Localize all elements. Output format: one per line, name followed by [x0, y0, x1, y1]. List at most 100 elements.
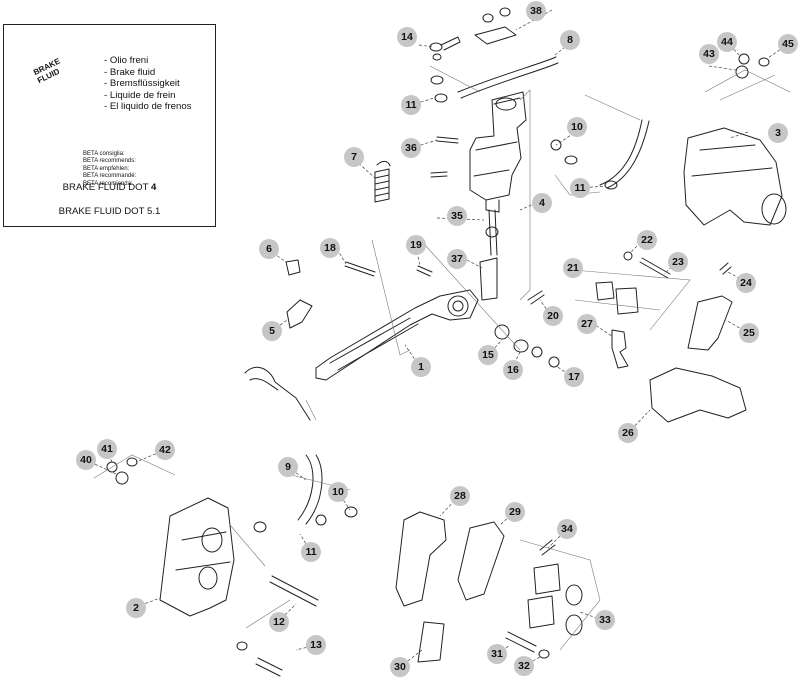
- brake-hose-upper-edge: [460, 62, 559, 99]
- rear-caliper: [683, 127, 787, 226]
- part-callout-33[interactable]: 33: [595, 610, 615, 630]
- part-callout-14[interactable]: 14: [397, 27, 417, 47]
- part-callout-1[interactable]: 1: [411, 357, 431, 377]
- caliper-bracket-front: [395, 511, 447, 607]
- part-callout-45[interactable]: 45: [778, 34, 798, 54]
- part-callout-22[interactable]: 22: [637, 230, 657, 250]
- part-callout-18[interactable]: 18: [320, 238, 340, 258]
- part-callout-8[interactable]: 8: [560, 30, 580, 50]
- bolt-19: [416, 265, 433, 277]
- part-callout-15[interactable]: 15: [478, 345, 498, 365]
- part-callout-2[interactable]: 2: [126, 598, 146, 618]
- part-callout-29[interactable]: 29: [505, 502, 525, 522]
- washer-11-right-a: [564, 155, 578, 165]
- part-callout-11-master[interactable]: 11: [401, 95, 421, 115]
- part-callout-19[interactable]: 19: [406, 235, 426, 255]
- part-callout-3[interactable]: 3: [768, 123, 788, 143]
- part-callout-38[interactable]: 38: [526, 1, 546, 21]
- pedal-tip: [244, 366, 311, 421]
- fluid-name-it: - Olio freni: [104, 55, 149, 66]
- reservoir-cap: [474, 7, 517, 45]
- part-callout-34[interactable]: 34: [557, 519, 577, 539]
- pin-18: [344, 261, 376, 277]
- dot4-prefix: BRAKE FLUID DOT: [62, 182, 151, 193]
- pad-spring-front: [417, 621, 445, 663]
- bleeder-cap-44: [738, 53, 750, 65]
- part-callout-41[interactable]: 41: [97, 439, 117, 459]
- part-callout-25[interactable]: 25: [739, 323, 759, 343]
- part-callout-37[interactable]: 37: [447, 249, 467, 269]
- recommend-es: BETA recomienda:: [83, 180, 133, 187]
- front-caliper: [159, 497, 235, 617]
- bleeder-washer-45: [758, 57, 770, 67]
- bleeder-34: [539, 539, 556, 556]
- brake-fluid-dot51: BRAKE FLUID DOT 5.1: [58, 206, 161, 217]
- bleeder-washer-42: [126, 457, 138, 467]
- part-callout-6[interactable]: 6: [259, 239, 279, 259]
- part-callout-43[interactable]: 43: [699, 44, 719, 64]
- recommend-fr: BETA recommandé:: [83, 173, 137, 180]
- piston-33-b: [527, 595, 555, 629]
- washer-16: [531, 346, 543, 358]
- part-callout-35[interactable]: 35: [447, 206, 467, 226]
- part-callout-16[interactable]: 16: [503, 360, 523, 380]
- part-callout-40[interactable]: 40: [76, 450, 96, 470]
- part-callout-10-front[interactable]: 10: [328, 482, 348, 502]
- part-callout-31[interactable]: 31: [487, 644, 507, 664]
- recommend-it: BETA consiglia:: [83, 151, 125, 157]
- part-callout-7[interactable]: 7: [344, 147, 364, 167]
- part-callout-4[interactable]: 4: [532, 193, 552, 213]
- construction-lines: [93, 65, 791, 651]
- part-callout-10-rear[interactable]: 10: [567, 117, 587, 137]
- seal-22: [623, 251, 633, 261]
- hose-front: [297, 454, 323, 525]
- leader-lines: [85, 9, 789, 668]
- part-callout-21[interactable]: 21: [563, 258, 583, 278]
- part-callout-32[interactable]: 32: [514, 656, 534, 676]
- part-callout-26[interactable]: 26: [618, 423, 638, 443]
- pin-20: [527, 290, 545, 305]
- part-callout-28[interactable]: 28: [450, 486, 470, 506]
- recommend-en: BETA recommends:: [83, 158, 136, 165]
- pads-rear: [687, 295, 733, 351]
- bleeder-24: [719, 262, 732, 275]
- part-callout-17[interactable]: 17: [564, 367, 584, 387]
- part-callout-24[interactable]: 24: [736, 273, 756, 293]
- part-callout-30[interactable]: 30: [390, 657, 410, 677]
- bleeder-screw-40: [115, 471, 129, 485]
- part-callout-12[interactable]: 12: [269, 612, 289, 632]
- bolt-13: [255, 657, 283, 677]
- clevis: [479, 257, 498, 301]
- part-callout-42[interactable]: 42: [155, 440, 175, 460]
- pin-clip-32: [538, 649, 550, 659]
- nut-17: [548, 356, 560, 368]
- spring: [374, 160, 391, 203]
- part-callout-20[interactable]: 20: [543, 306, 563, 326]
- part-callout-11-front[interactable]: 11: [301, 542, 321, 562]
- part-callout-13[interactable]: 13: [306, 635, 326, 655]
- pin-23: [639, 257, 671, 279]
- washer-11-front-b: [315, 514, 327, 526]
- bushing-15: [494, 324, 510, 340]
- fluid-name-fr: - Liquide de frein: [104, 89, 176, 101]
- part-callout-27[interactable]: 27: [577, 314, 597, 334]
- part-callout-23[interactable]: 23: [668, 252, 688, 272]
- part-callout-11-rear[interactable]: 11: [570, 178, 590, 198]
- banjo-bolt-upper: [429, 36, 461, 61]
- dot4-number: 4: [150, 182, 157, 193]
- part-callout-44[interactable]: 44: [717, 32, 737, 52]
- bleeder-screw-43: [735, 65, 749, 79]
- piston-21-a: [595, 281, 615, 301]
- push-rod: [488, 209, 498, 256]
- part-callout-5[interactable]: 5: [262, 321, 282, 341]
- piston-21-b: [615, 287, 639, 315]
- part-6: [285, 259, 301, 276]
- part-callout-36[interactable]: 36: [401, 138, 421, 158]
- seal-33-a: [565, 584, 583, 606]
- fluid-names-list: - Olio freni - Brake fluid - Bremsflüssi…: [104, 55, 191, 113]
- bolt-12: [269, 575, 319, 607]
- brake-pedal: [315, 289, 479, 381]
- bolt-36-b: [430, 171, 448, 178]
- fluid-name-en: - Brake fluid: [104, 66, 156, 78]
- part-callout-9[interactable]: 9: [278, 457, 298, 477]
